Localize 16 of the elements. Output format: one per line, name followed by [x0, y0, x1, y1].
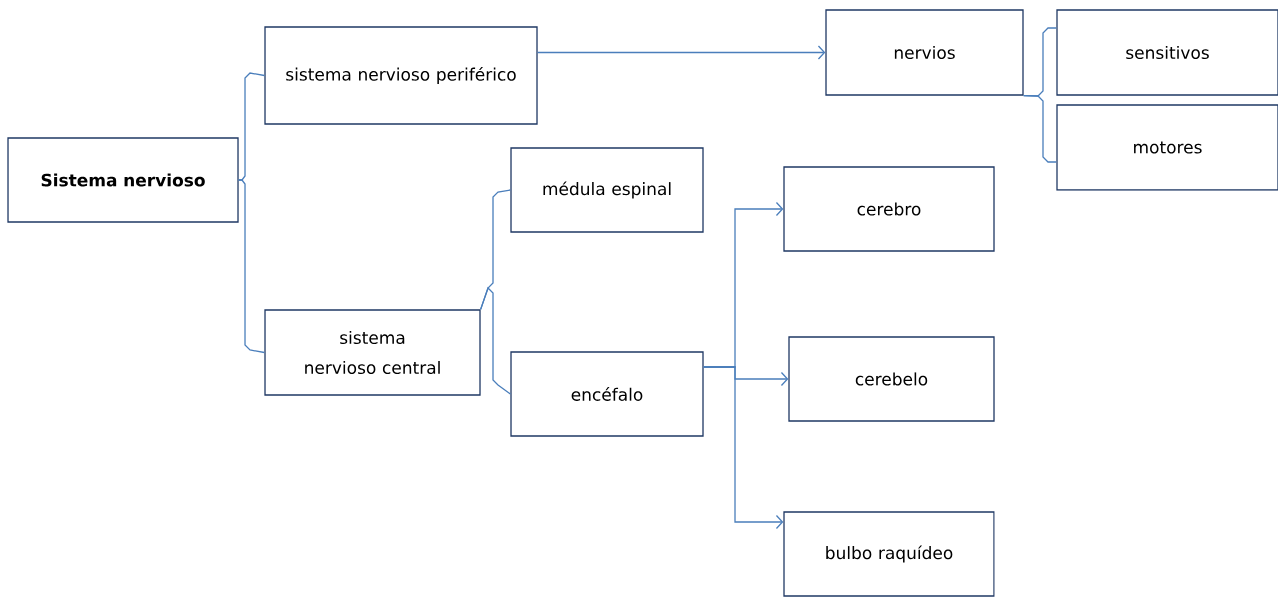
brace-connector — [238, 179, 265, 354]
brace-connector — [480, 286, 511, 395]
concept-box: motores — [1056, 104, 1278, 191]
concept-box: sistema nervioso periférico — [264, 26, 538, 125]
arrow — [703, 366, 784, 530]
concept-box: médula espinal — [510, 147, 704, 233]
title-box: Sistema nervioso — [7, 137, 239, 223]
concept-box: bulbo raquídeo — [783, 511, 995, 597]
concept-box: encéfalo — [510, 351, 704, 437]
concept-box: cerebelo — [788, 336, 995, 422]
arrow — [537, 45, 826, 60]
concept-box: sistema nervioso central — [264, 309, 481, 396]
concept-box: sensitivos — [1056, 9, 1278, 96]
brace-connector — [1023, 95, 1057, 163]
concept-box: cerebro — [783, 166, 995, 252]
concept-box: nervios — [825, 9, 1024, 96]
